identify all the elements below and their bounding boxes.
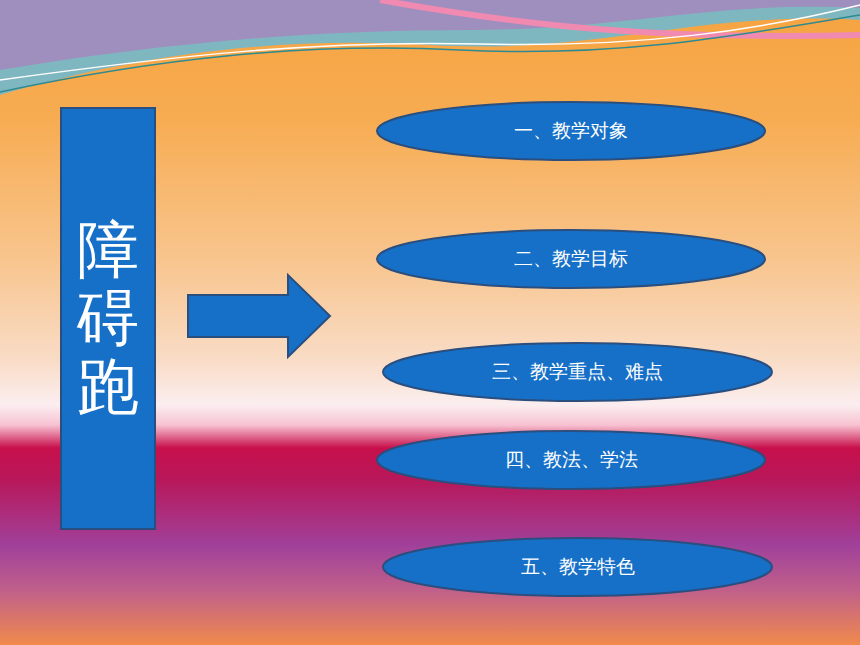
topic-label: 五、教学特色 bbox=[521, 554, 635, 580]
top-wave bbox=[0, 0, 860, 95]
topic-label: 四、教法、学法 bbox=[505, 447, 638, 473]
title-box: 障碍跑 bbox=[60, 107, 156, 530]
top-wave-line bbox=[0, 5, 860, 80]
block-arrow bbox=[188, 275, 330, 357]
topic-label: 一、教学对象 bbox=[514, 118, 628, 144]
topic-label: 二、教学目标 bbox=[514, 246, 628, 272]
topic-oval: 五、教学特色 bbox=[382, 537, 773, 597]
oval-outline bbox=[377, 230, 765, 288]
topic-oval: 一、教学对象 bbox=[376, 101, 766, 161]
oval-outline bbox=[377, 102, 765, 160]
vertical-title: 障碍跑 bbox=[77, 216, 139, 421]
topic-label: 三、教学重点、难点 bbox=[492, 359, 663, 385]
oval-outline bbox=[377, 431, 765, 489]
topic-oval: 二、教学目标 bbox=[376, 229, 766, 289]
top-wave-line bbox=[0, 15, 860, 92]
oval-outline bbox=[383, 343, 772, 401]
top-wave-line bbox=[380, 0, 860, 36]
topic-oval: 三、教学重点、难点 bbox=[382, 342, 773, 402]
oval-outline bbox=[383, 538, 772, 596]
topic-oval: 四、教法、学法 bbox=[376, 430, 766, 490]
